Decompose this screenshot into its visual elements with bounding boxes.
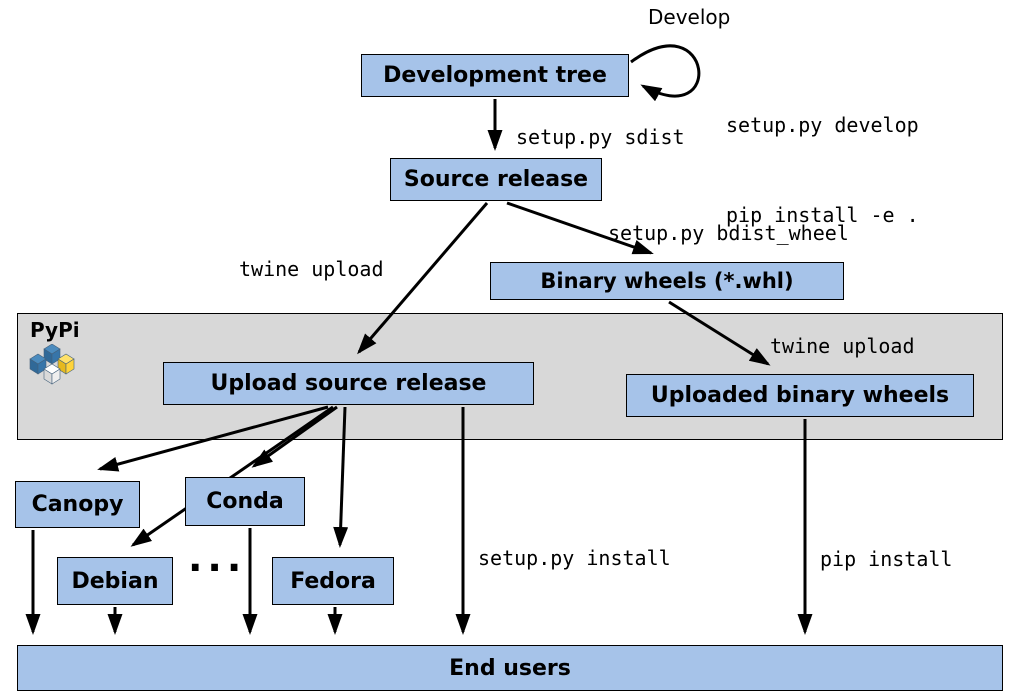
edge-develop-loop: [630, 44, 701, 102]
bdist-wheel-label: setup.py bdist_wheel: [608, 221, 849, 245]
edge-upload-to-fedora: [333, 406, 349, 548]
node-upload-source-release: Upload source release: [163, 362, 534, 405]
edge-wheels-to-uploaded: [668, 300, 771, 366]
node-fedora: Fedora: [272, 557, 394, 605]
pypi-logo-icon: [29, 344, 75, 385]
pip-install-label: pip install: [820, 547, 953, 571]
node-debian: Debian: [57, 557, 173, 605]
node-conda: Conda: [185, 477, 305, 526]
ellipsis-label: ...: [188, 536, 247, 580]
edge-upload-to-conda: [251, 405, 338, 468]
node-source-release: Source release: [390, 158, 602, 201]
edge-upload-to-canopy: [97, 405, 329, 472]
node-uploaded-binary-wheels: Uploaded binary wheels: [626, 374, 974, 417]
develop-command-line1: setup.py develop: [726, 113, 919, 137]
develop-commands-label: setup.py develop pip install -e .: [726, 50, 919, 290]
develop-loop-label: Develop: [648, 5, 731, 29]
node-binary-wheels: Binary wheels (*.whl): [490, 262, 844, 300]
pypi-label: PyPi: [30, 318, 80, 342]
node-development-tree: Development tree: [361, 54, 629, 97]
edge-source-to-wheels: [506, 201, 654, 255]
node-end-users: End users: [17, 645, 1003, 691]
setup-py-install-label: setup.py install: [478, 546, 671, 570]
twine-upload-source-label: twine upload: [239, 257, 384, 281]
twine-upload-wheels-label: twine upload: [770, 334, 915, 358]
develop-command-line2: pip install -e .: [726, 203, 919, 227]
sdist-label: setup.py sdist: [516, 125, 685, 149]
node-canopy: Canopy: [15, 481, 140, 528]
edge-source-to-upload: [357, 202, 489, 355]
edge-upload-to-debian: [130, 405, 334, 547]
